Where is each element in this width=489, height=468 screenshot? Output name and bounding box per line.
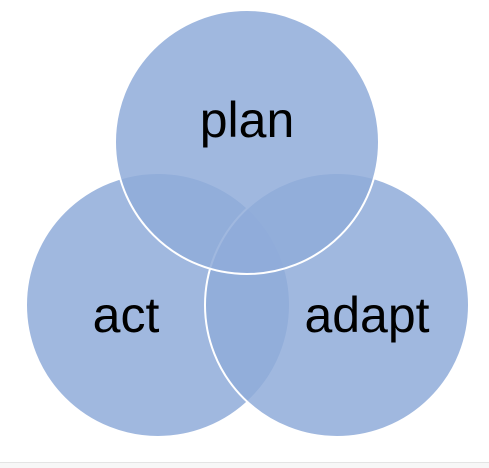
- bottom-divider: [0, 462, 489, 463]
- act-label: act: [93, 287, 160, 343]
- plan-label: plan: [200, 92, 295, 148]
- plan-circle: [114, 9, 380, 275]
- adapt-label: adapt: [304, 287, 429, 343]
- bottom-strip: [0, 463, 489, 468]
